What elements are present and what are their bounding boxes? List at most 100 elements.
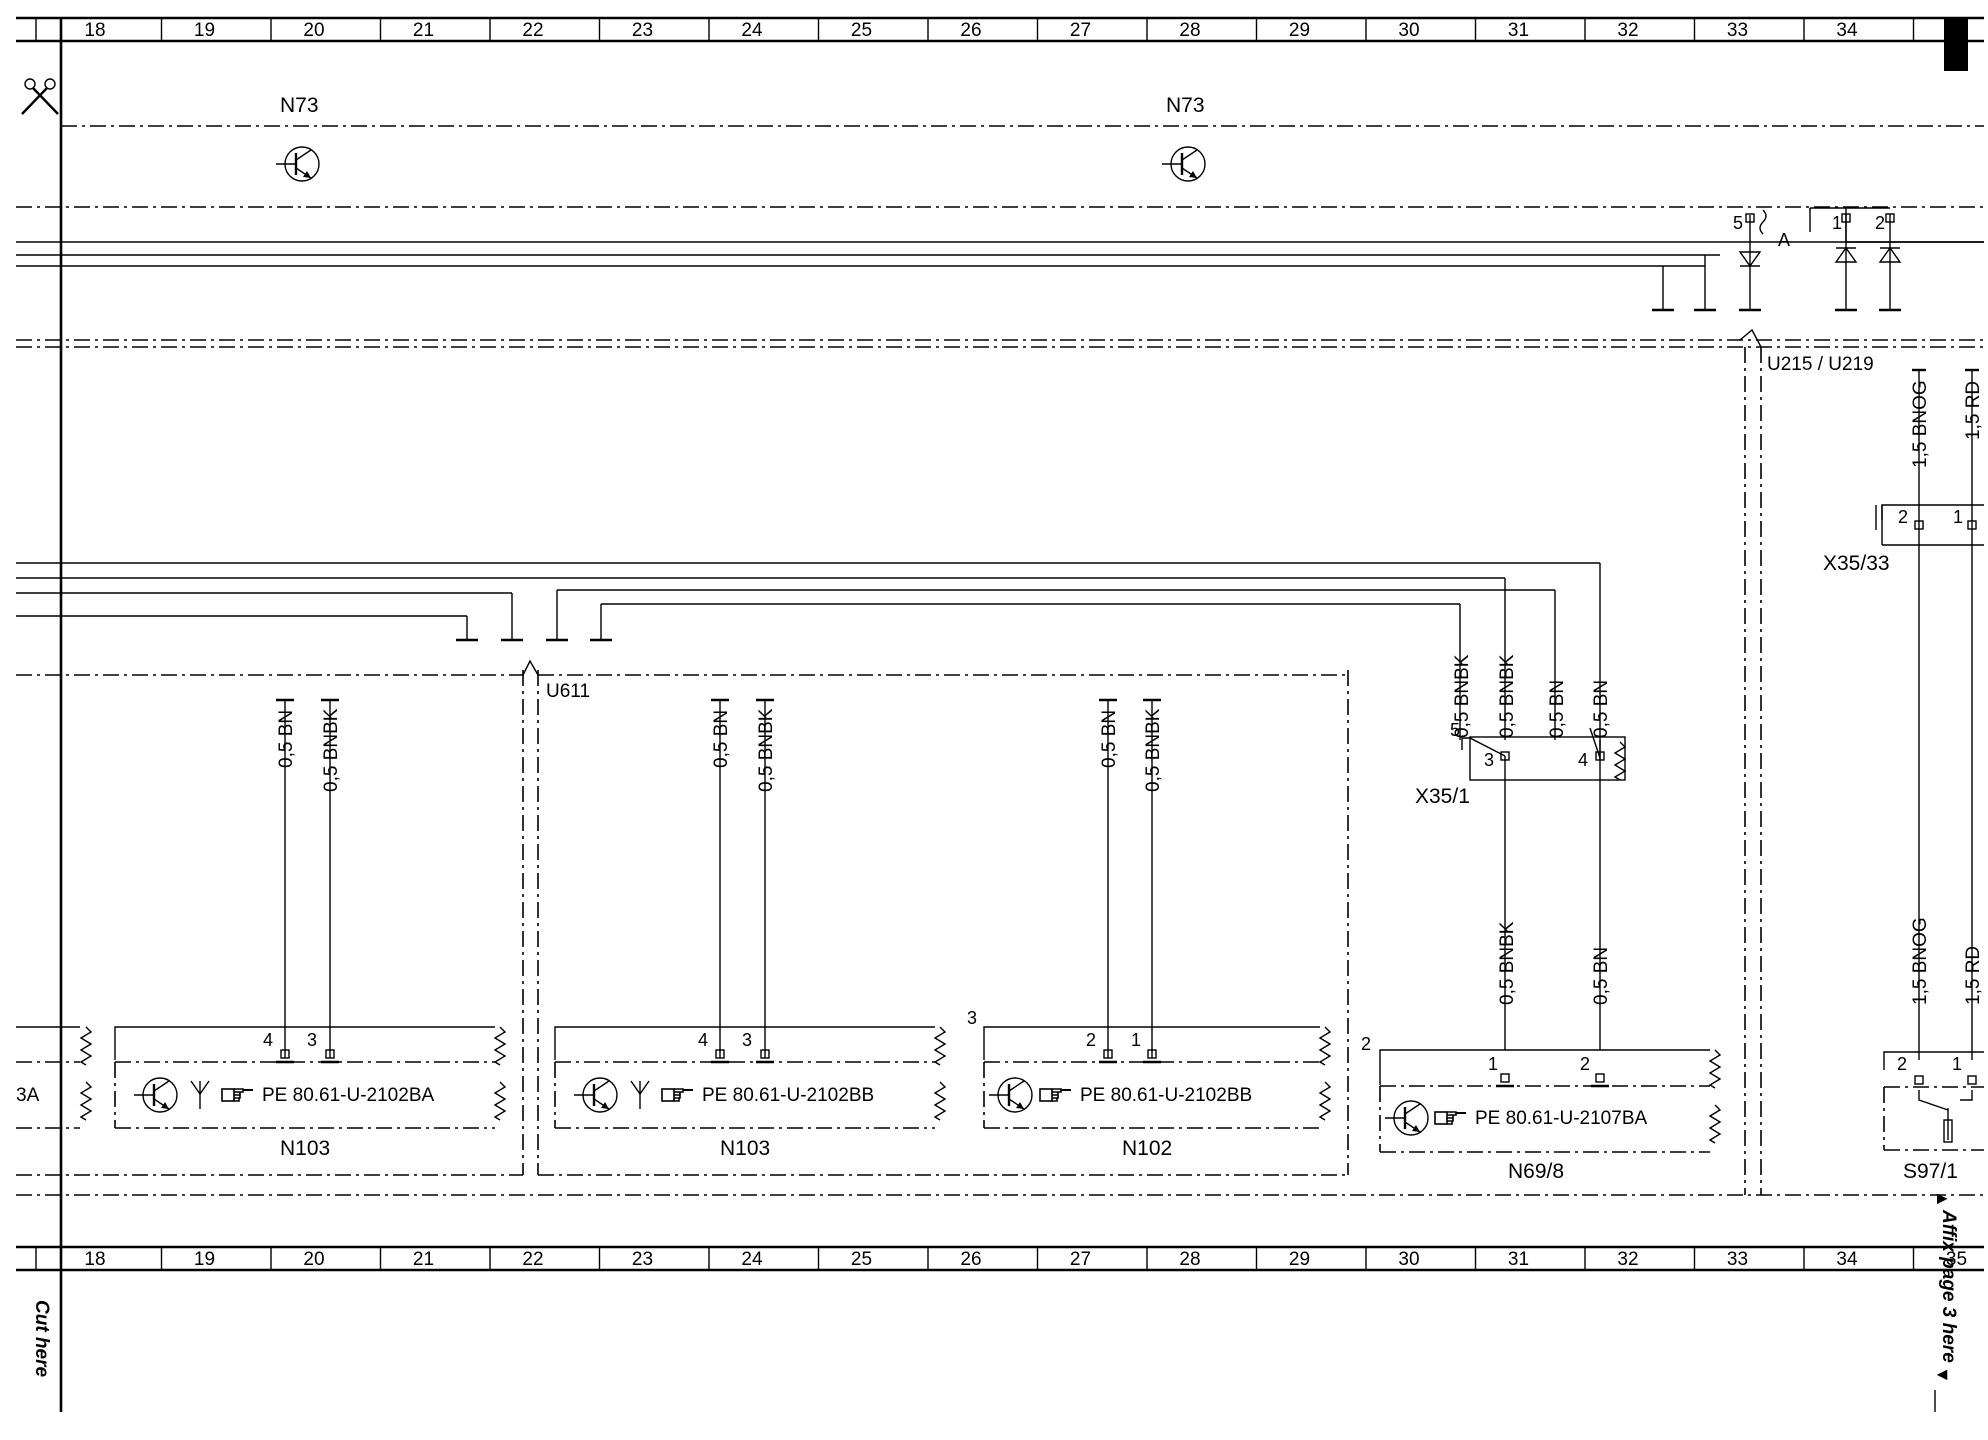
reference-label: PE 80.61-U-2102BA	[262, 1085, 434, 1106]
grid-column-number: 26	[960, 1249, 981, 1270]
grid-column-number: 28	[1179, 20, 1200, 41]
module-boxes	[16, 698, 1721, 1153]
grid-column-number: 22	[522, 20, 543, 41]
wire-label: 0,5 BNBK	[1497, 921, 1518, 1005]
pin-label: 2	[1361, 1034, 1371, 1054]
x35-33-connector	[1875, 368, 1984, 1151]
margin-notes: Cut here Affix page 3 here ▲ ▼	[31, 1190, 1959, 1384]
grid-column-number: 26	[960, 20, 981, 41]
pin-label: 5	[1450, 720, 1460, 740]
grid-column-number: 24	[741, 20, 763, 41]
top-bus	[16, 207, 1984, 312]
grid-column-number: 27	[1070, 1249, 1091, 1270]
component-label: N103	[280, 1137, 330, 1160]
transistor-icon	[1383, 1099, 1430, 1137]
grid-column-number: 18	[84, 1249, 105, 1270]
transistor-icon	[1160, 145, 1207, 183]
pin-label: 1	[1952, 1054, 1962, 1074]
grid-column-number: 34	[1836, 20, 1858, 41]
pin-label: 4	[1578, 750, 1588, 770]
pin-label: 5	[1733, 213, 1743, 233]
component-label: N73	[1166, 94, 1205, 117]
transistor-icon	[987, 1076, 1034, 1114]
arrow-up-glyph: ▲	[1933, 1190, 1953, 1208]
transistor-icon	[572, 1076, 619, 1114]
grid-column-number: 33	[1727, 20, 1748, 41]
wire-label: 1,5 RD	[1963, 946, 1984, 1005]
grid-column-number: 20	[303, 1249, 324, 1270]
pin-label: 1	[1953, 507, 1963, 527]
wire-label: 1,5 BNOG	[1910, 380, 1931, 468]
component-label: N73	[280, 94, 319, 117]
transistor-icon	[274, 145, 321, 183]
section-label: U611	[546, 681, 590, 702]
wire-label: 1,5 BNOG	[1910, 917, 1931, 1005]
grid-column-number: 35	[1946, 1249, 1967, 1270]
antenna-icon	[630, 1080, 650, 1110]
grid-column-number: 25	[851, 20, 872, 41]
wire-labels: 0,5 BNBK 0,5 BNBK 0,5 BN 0,5 BN 0,5 BNBK…	[276, 380, 1984, 1005]
grid-column-number: 19	[194, 1249, 215, 1270]
arrow-down-glyph: ▼	[1933, 1366, 1953, 1384]
affix-note: Affix page 3 here	[1938, 1209, 1959, 1363]
grid-column-number: 20	[303, 20, 324, 41]
grid-column-number: 18	[84, 20, 105, 41]
pin-label: 3	[1484, 750, 1494, 770]
component-label: N102	[1122, 1137, 1172, 1160]
connector-label: X35/33	[1823, 552, 1890, 575]
wire-label: 0,5 BN	[1591, 680, 1612, 738]
grid-column-number: 34	[1836, 1249, 1858, 1270]
reference-label: 3A	[16, 1085, 40, 1106]
wire-label: 0,5 BNBK	[321, 708, 342, 792]
section-borders	[16, 125, 1984, 1196]
pin-label: 2	[1086, 1030, 1096, 1050]
grid-column-number: 33	[1727, 1249, 1748, 1270]
grid-column-number: 29	[1289, 20, 1310, 41]
grid-column-number: 32	[1617, 20, 1638, 41]
scissors-icon	[21, 78, 59, 115]
grid-column-number: 32	[1617, 1249, 1638, 1270]
grid-column-number: 19	[194, 20, 215, 41]
pin-label: 1	[1832, 213, 1842, 233]
grid-column-number: 27	[1070, 20, 1091, 41]
pointing-hand-icon	[221, 1088, 254, 1102]
grid-column-number: 21	[413, 1249, 434, 1270]
section-label: U215 / U219	[1767, 354, 1874, 375]
pointing-hand-icon	[1039, 1088, 1072, 1102]
middle-bus	[16, 562, 1601, 1050]
pointing-hand-icon	[661, 1088, 694, 1102]
reference-label: PE 80.61-U-2107BA	[1475, 1108, 1647, 1129]
grid-column-number: 31	[1508, 20, 1529, 41]
wire-label: 0,5 BN	[276, 710, 297, 768]
pin-label: 3	[967, 1008, 977, 1028]
pin-label: 2	[1898, 507, 1908, 527]
wire-label: 0,5 BN	[1591, 947, 1612, 1005]
wire-label: 1,5 RD	[1963, 381, 1984, 440]
pin-label: 2	[1897, 1054, 1907, 1074]
grid-column-number: 23	[632, 1249, 653, 1270]
x35-1-connector	[1461, 727, 1626, 1050]
antenna-icon	[190, 1080, 210, 1110]
wire-label: 0,5 BN	[711, 710, 732, 768]
pin-label: 3	[742, 1030, 752, 1050]
pin-label: 1	[1488, 1054, 1498, 1074]
grid-column-number: 21	[413, 20, 434, 41]
wire-label: 0,5 BNBK	[1452, 654, 1473, 738]
component-label: N69/8	[1508, 1160, 1564, 1183]
grid-column-number: 28	[1179, 1249, 1200, 1270]
pin-label: 2	[1580, 1054, 1590, 1074]
reference-label: PE 80.61-U-2102BB	[702, 1085, 874, 1106]
wire-label: 0,5 BNBK	[756, 708, 777, 792]
pin-label: 1	[1131, 1030, 1141, 1050]
pin-label: 4	[698, 1030, 708, 1050]
grid-column-number: 30	[1398, 20, 1419, 41]
pointing-hand-icon	[1434, 1111, 1467, 1125]
wire-label: 0,5 BNBK	[1497, 654, 1518, 738]
labels: N73 N73 5 A 1 2 U215 / U219 2 1 X35/33 U…	[16, 94, 1963, 1183]
pin-label: 4	[263, 1030, 273, 1050]
grid-column-number: 24	[741, 1249, 763, 1270]
grid-column-number: 23	[632, 20, 653, 41]
grid-column-number: 25	[851, 1249, 872, 1270]
component-label: S97/1	[1903, 1160, 1958, 1183]
